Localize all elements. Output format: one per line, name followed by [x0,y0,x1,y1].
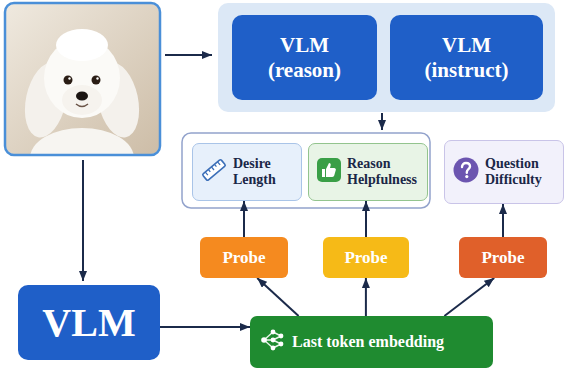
node-label: Probe [331,248,401,268]
node-label: Question Difficulty [485,156,557,188]
question-icon-graphic [453,157,479,183]
probe-box: Probe [200,237,288,278]
model-box: VLM [18,285,160,360]
net-icon-graphic [258,327,286,353]
connector-arrow [243,201,245,237]
model-panel [218,3,555,112]
output-box: Question Difficulty [444,140,564,204]
embedding-box: Last token embedding [250,316,493,368]
node-label: Probe [468,248,538,268]
node-label: Last token embedding [292,333,472,351]
output-box: Reason Helpfulness [308,143,428,201]
connector-arrow [365,278,367,316]
net-icon [258,327,286,357]
connector-arrow [365,201,367,237]
output-panel [182,133,430,208]
node-label: Probe [209,248,279,268]
thumb-icon-graphic [317,158,341,182]
thumb-icon [317,158,341,186]
connector-arrow [160,326,250,328]
question-icon [453,157,479,187]
node-label: VLM [29,300,149,346]
node-label: VLM (reason) [246,33,364,81]
connector-arrow [502,204,504,237]
output-box: Desire Length [192,143,302,201]
probe-box: Probe [459,237,547,278]
input-arrow [82,160,84,281]
connector-arrow [444,278,494,316]
ruler-icon-graphic [201,157,227,183]
model-box: VLM (instruct) [390,15,543,100]
ruler-icon [201,157,227,187]
probe-box: Probe [323,237,409,278]
node-label: VLM (instruct) [408,33,526,81]
node-label: Reason Helpfulness [347,156,423,188]
model-box: VLM (reason) [232,15,377,100]
input-arrow [165,54,212,56]
panel-arrow [381,113,383,130]
connector-arrow [257,278,298,316]
node-label: Desire Length [233,156,295,188]
